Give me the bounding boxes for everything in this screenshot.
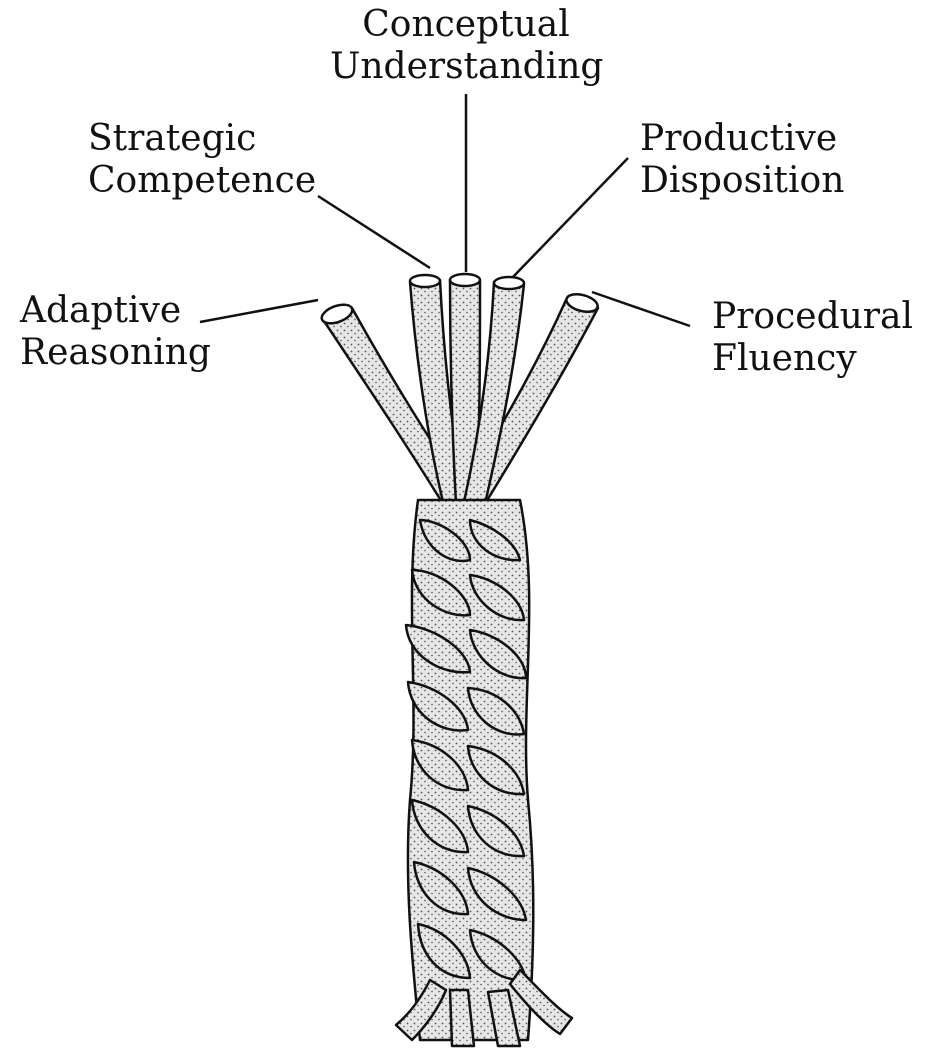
pointer-line-productive — [512, 158, 628, 278]
braided-body — [406, 500, 533, 1040]
loose-strands — [322, 280, 598, 512]
label-strategic-competence: Strategic Competence — [88, 118, 328, 202]
label-productive-disposition: Productive Disposition — [640, 118, 880, 202]
label-conceptual-understanding: Conceptual Understanding — [330, 4, 602, 88]
label-procedural-fluency: Procedural Fluency — [712, 296, 944, 380]
label-adaptive-reasoning: Adaptive Reasoning — [20, 290, 220, 374]
pointer-line-strategic — [318, 196, 430, 268]
pointer-line-procedural — [592, 292, 690, 326]
